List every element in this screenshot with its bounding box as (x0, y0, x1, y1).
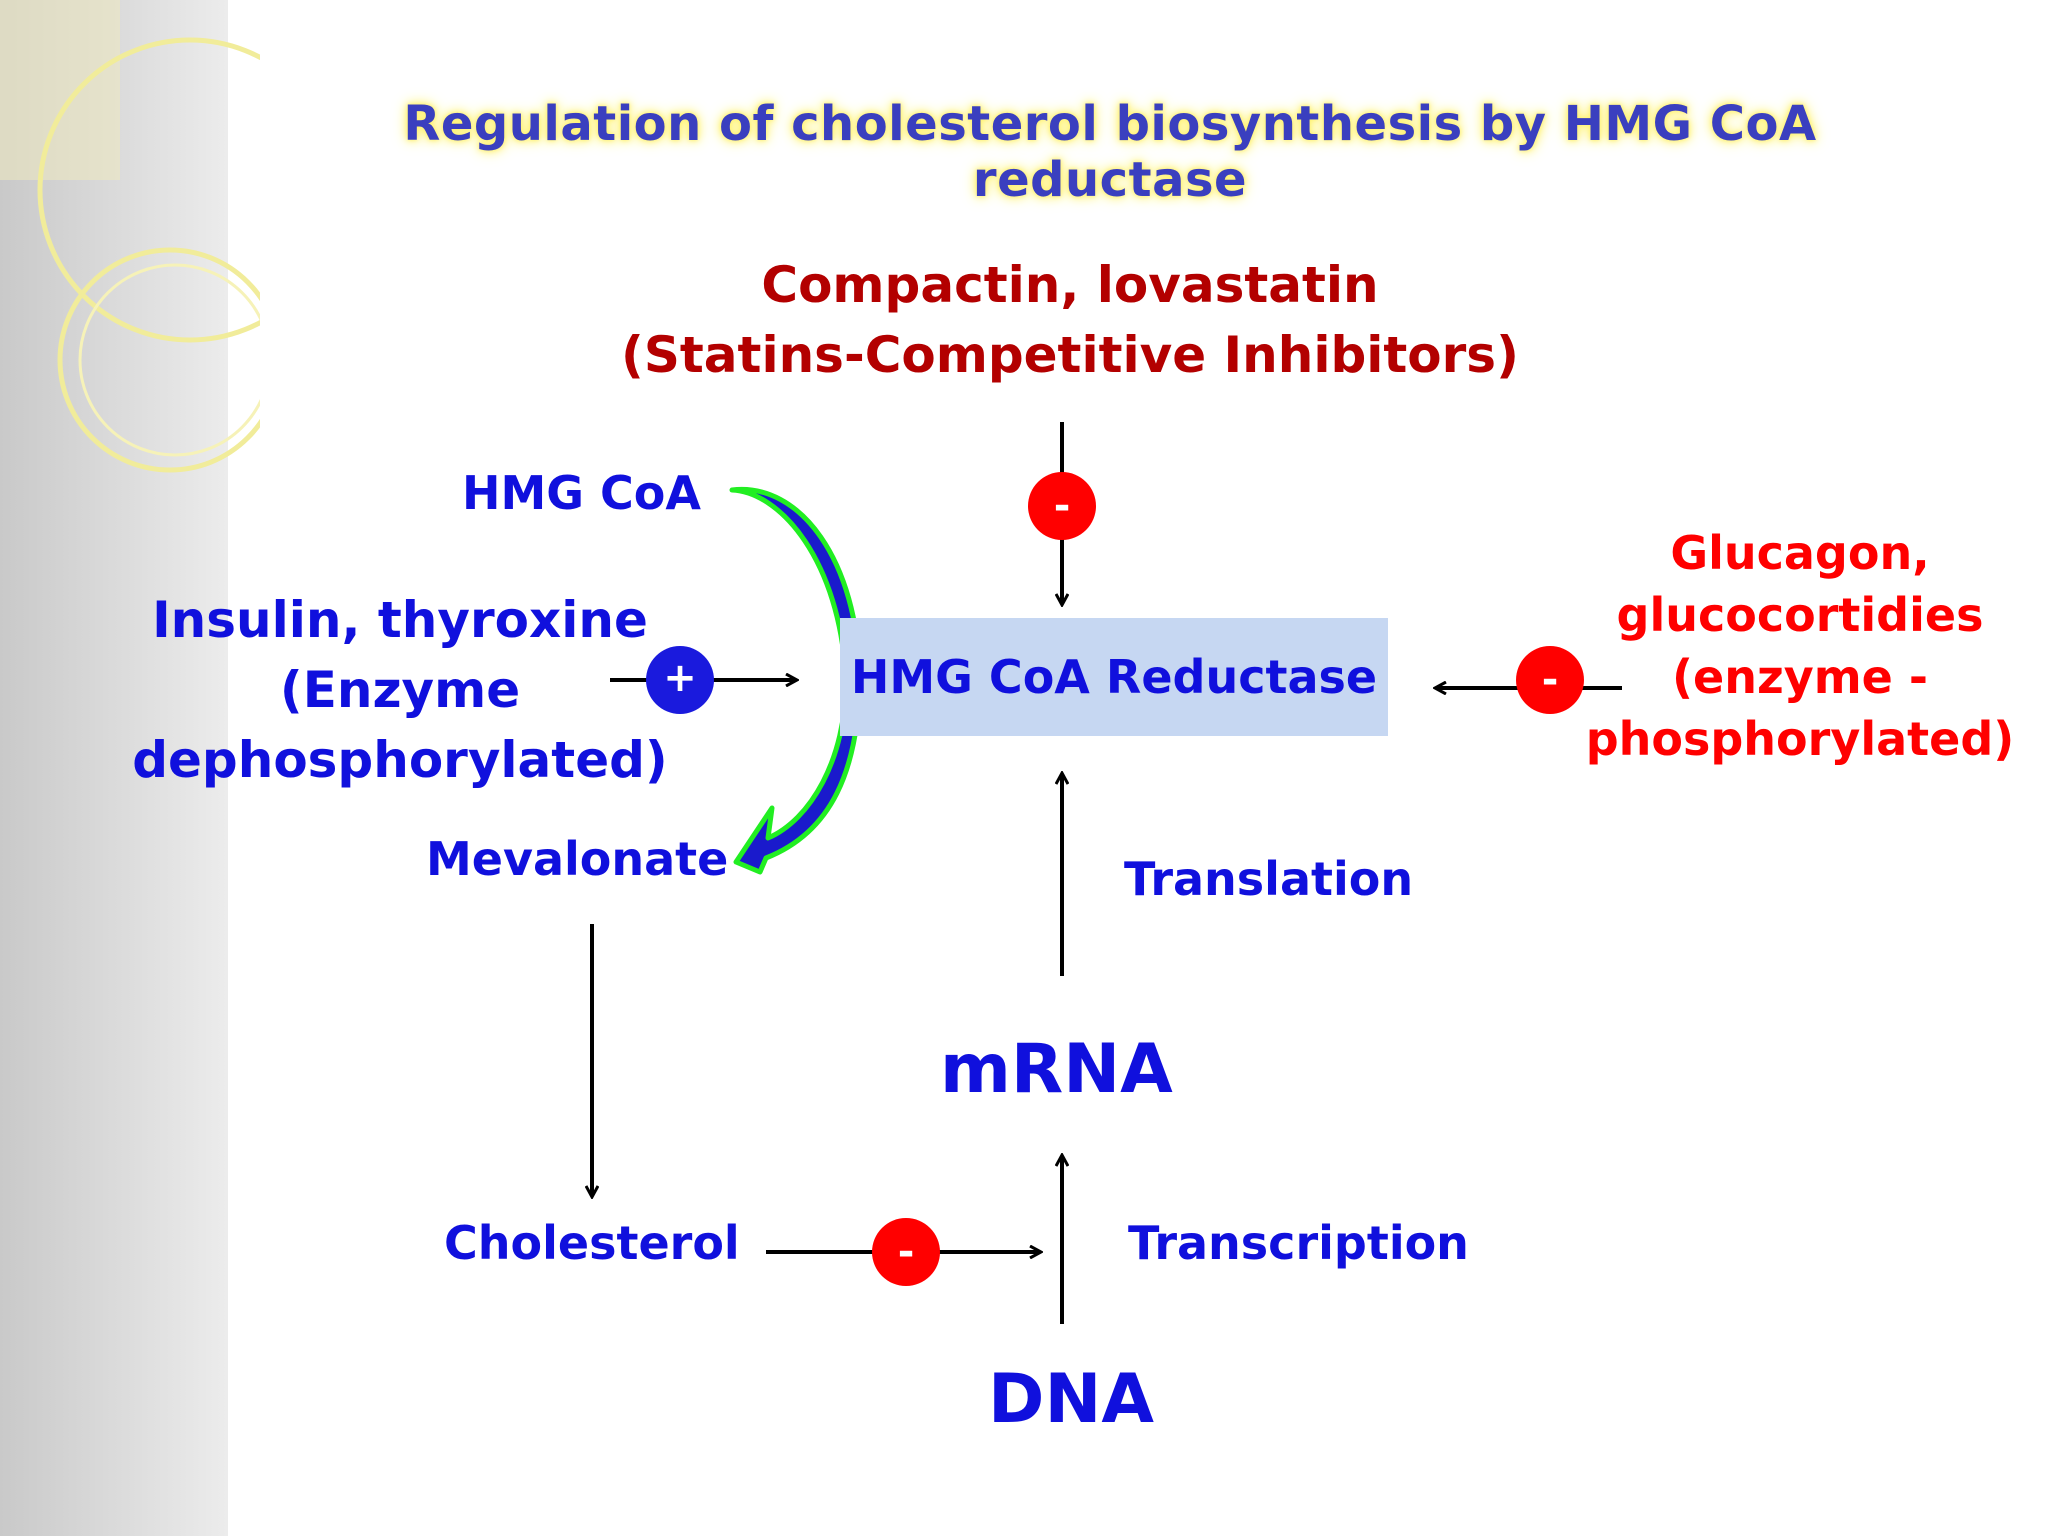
substrate-hmg-coa: HMG CoA (462, 466, 702, 520)
enzyme-box (840, 618, 1388, 736)
activator-line2: (Enzyme (279, 661, 521, 719)
reaction-curved-arrow (729, 486, 863, 875)
glucagon-line4: phosphorylated) (1585, 712, 2015, 766)
mrna-label: mRNA (940, 1030, 1173, 1109)
plus-badge-text: + (663, 655, 697, 701)
glucagon-line3: (enzyme - (1672, 650, 1928, 704)
glucagon-line1: Glucagon, (1670, 526, 1930, 580)
minus-badge-top-text: - (1054, 483, 1071, 529)
statin-label: Compactin, lovastatin (Statins-Competiti… (620, 250, 1520, 390)
activator-line1: Insulin, thyroxine (152, 591, 648, 649)
minus-badge-right-text: - (1542, 657, 1559, 703)
statin-label-line1: Compactin, lovastatin (761, 256, 1379, 314)
minus-badge-top: - (1028, 472, 1096, 540)
transcription-label: Transcription (1128, 1216, 1469, 1270)
minus-badge-cholesterol-text: - (898, 1229, 915, 1275)
glucagon-line2: glucocortidies (1616, 588, 1984, 642)
cholesterol-label: Cholesterol (444, 1216, 740, 1270)
activator-line3: dephosphorylated) (132, 731, 668, 789)
product-mevalonate: Mevalonate (426, 832, 729, 886)
activator-label: Insulin, thyroxine (Enzyme dephosphoryla… (120, 585, 680, 795)
decorative-rings (0, 0, 260, 473)
enzyme-label: HMG CoA Reductase (850, 650, 1378, 704)
minus-badge-cholesterol: - (872, 1218, 940, 1286)
plus-badge-activator: + (646, 646, 714, 714)
minus-badge-right: - (1516, 646, 1584, 714)
statin-label-line2: (Statins-Competitive Inhibitors) (621, 326, 1519, 384)
glucagon-label: Glucagon, glucocortidies (enzyme - phosp… (1580, 522, 2020, 770)
slide-title: Regulation of cholesterol biosynthesis b… (403, 96, 1817, 208)
translation-label: Translation (1124, 852, 1414, 906)
side-decor-panel (0, 0, 228, 1536)
dna-label: DNA (988, 1360, 1154, 1439)
